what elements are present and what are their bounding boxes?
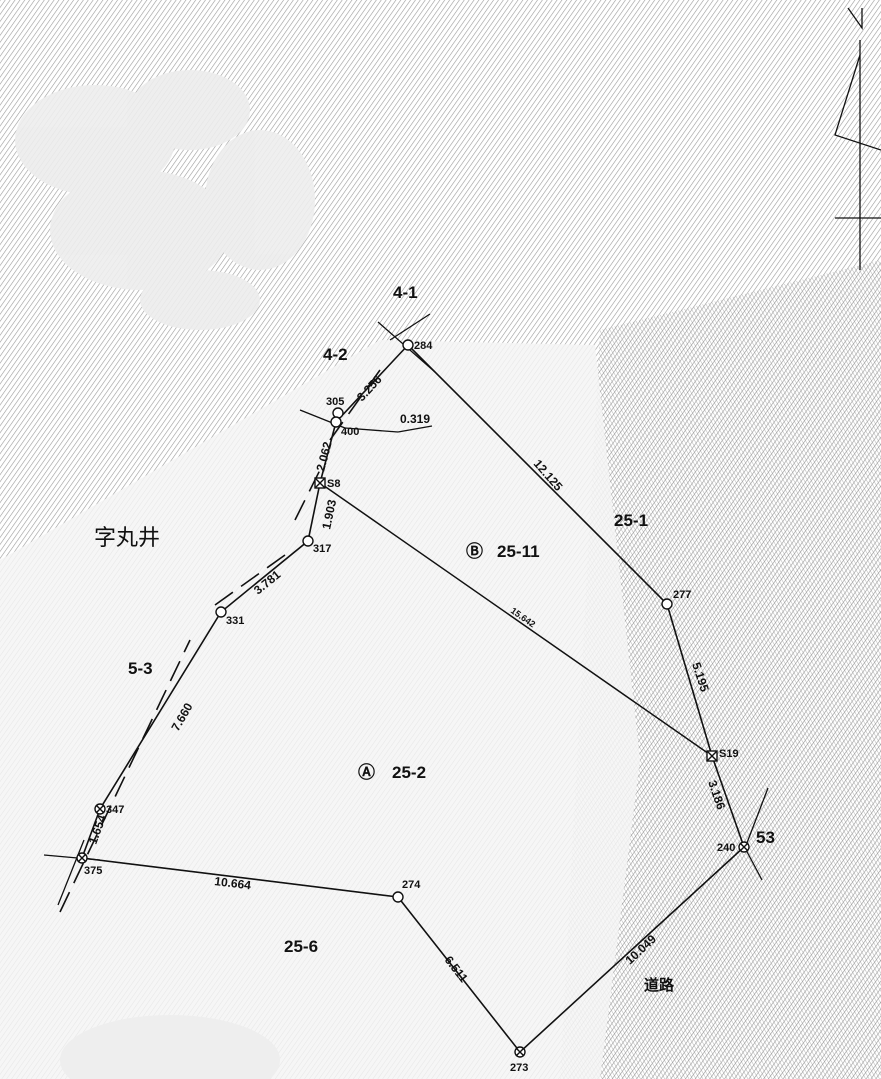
parcel-a-symbol: Ⓐ <box>358 762 375 782</box>
plot-light-area <box>0 340 640 1079</box>
distance-s8-317: 1.903 <box>319 498 339 531</box>
point-label-305: 305 <box>326 396 344 408</box>
point-marker-400 <box>330 416 342 428</box>
point-label-274: 274 <box>402 879 421 891</box>
neighbor-parcel-5-3: 5-3 <box>128 659 153 678</box>
point-label-347: 347 <box>106 804 124 816</box>
distance-375-274: 10.664 <box>214 874 252 892</box>
point-label-400: 400 <box>341 426 359 438</box>
parcel-b-symbol: Ⓑ <box>466 541 483 561</box>
neighbor-parcel-25-6: 25-6 <box>284 937 318 956</box>
point-marker-331 <box>215 606 227 618</box>
point-marker-277 <box>661 598 673 610</box>
neighbor-parcel-25-1: 25-1 <box>614 511 648 530</box>
north-label: N <box>0 0 1 1</box>
point-label-273: 273 <box>510 1062 528 1074</box>
point-label-240: 240 <box>717 842 735 854</box>
point-label-375: 375 <box>84 865 102 877</box>
point-marker-274 <box>392 891 404 903</box>
place-name-label: 字丸井 <box>94 526 160 551</box>
parcel-b-label: 25-11 <box>497 542 540 561</box>
neighbor-parcel-4-1: 4-1 <box>393 283 418 302</box>
point-label-317: 317 <box>313 543 331 555</box>
background-texture-dark <box>560 260 881 1079</box>
neighbor-parcel-53: 53 <box>756 828 775 847</box>
point-marker-305 <box>332 407 344 419</box>
parcel-a-label: 25-2 <box>392 763 426 782</box>
watermark-floral <box>15 70 315 1079</box>
road-label: 道路 <box>644 976 675 994</box>
point-label-s19: S19 <box>719 748 739 760</box>
point-label-331: 331 <box>226 615 244 627</box>
point-label-277: 277 <box>673 589 691 601</box>
north-arrow <box>834 7 881 270</box>
point-marker-284 <box>402 339 414 351</box>
survey-points <box>76 339 750 1058</box>
distance-400-offset: 0.319 <box>400 412 430 426</box>
division-line-s8-s19 <box>319 482 713 757</box>
neighbor-parcel-4-2: 4-2 <box>323 345 348 364</box>
point-label-s8: S8 <box>327 478 340 490</box>
point-label-284: 284 <box>414 340 433 352</box>
point-marker-317 <box>302 535 314 547</box>
